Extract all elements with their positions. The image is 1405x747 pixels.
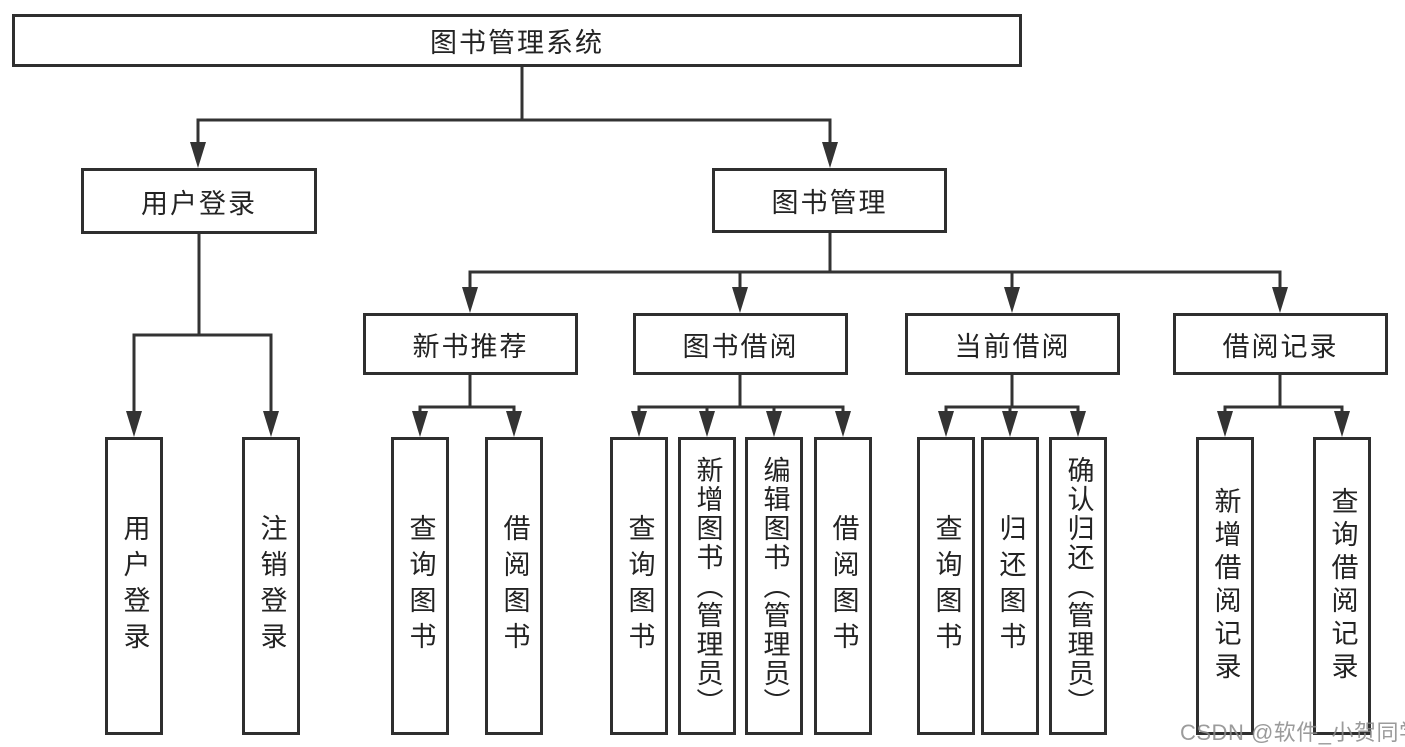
arrowhead-icon xyxy=(263,411,279,437)
node-book-mgmt: 图书管理 xyxy=(712,168,947,233)
csdn-watermark: CSDN @软件_小贺同学 xyxy=(1180,720,1405,745)
node-label: 借阅图书 xyxy=(499,514,530,658)
arrowhead-icon xyxy=(506,411,522,437)
arrowhead-icon xyxy=(1272,287,1288,313)
node-current-borrow: 当前借阅 xyxy=(905,313,1120,375)
arrowhead-icon xyxy=(412,411,428,437)
node-login: 用户登录 xyxy=(105,437,163,735)
arrowhead-icon xyxy=(938,411,954,437)
arrowhead-icon xyxy=(699,411,715,437)
arrowhead-icon xyxy=(835,411,851,437)
arrowhead-icon xyxy=(732,287,748,313)
node-label: 查询图书 xyxy=(405,514,436,658)
arrowhead-icon xyxy=(766,411,782,437)
node-book-borrow: 图书借阅 xyxy=(633,313,848,375)
node-bb-add-book: 新增图书（管理员） xyxy=(678,437,736,735)
arrowhead-icon xyxy=(631,411,647,437)
node-label: 当前借阅 xyxy=(954,331,1071,362)
node-label: 图书管理 xyxy=(771,188,888,218)
node-label: 图书借阅 xyxy=(682,331,799,362)
node-label: 新书推荐 xyxy=(412,331,529,362)
node-bb-borrow-book: 借阅图书 xyxy=(814,437,872,735)
node-br-query-record: 查询借阅记录 xyxy=(1313,437,1371,735)
node-label: 用户登录 xyxy=(141,188,257,219)
arrowhead-icon xyxy=(462,287,478,313)
node-bb-edit-book: 编辑图书（管理员） xyxy=(745,437,803,735)
node-nbr-query-book: 查询图书 xyxy=(391,437,449,735)
arrowhead-icon xyxy=(1334,411,1350,437)
arrowhead-icon xyxy=(126,411,142,437)
node-label: 用户登录 xyxy=(119,514,150,658)
arrowhead-icon xyxy=(822,142,838,168)
node-bb-query-book: 查询图书 xyxy=(610,437,668,735)
node-label: 注销登录 xyxy=(256,514,287,658)
node-label: 查询图书 xyxy=(624,514,655,658)
arrowhead-icon xyxy=(1217,411,1233,437)
node-label: 查询借阅记录 xyxy=(1327,487,1358,685)
node-label: 图书管理系统 xyxy=(430,28,604,58)
node-label: 查询图书 xyxy=(931,514,962,658)
node-user-login: 用户登录 xyxy=(81,168,317,234)
node-br-add-record: 新增借阅记录 xyxy=(1196,437,1254,735)
node-label: 编辑图书（管理员） xyxy=(759,455,790,717)
node-borrow-record: 借阅记录 xyxy=(1173,313,1388,375)
node-cb-return-book: 归还图书 xyxy=(981,437,1039,735)
node-label: 借阅图书 xyxy=(828,514,859,658)
arrowhead-icon xyxy=(1070,411,1086,437)
node-label: 新增借阅记录 xyxy=(1210,487,1241,685)
node-label: 新增图书（管理员） xyxy=(692,455,723,717)
node-label: 归还图书 xyxy=(995,514,1026,658)
node-cb-confirm: 确认归还（管理员） xyxy=(1049,437,1107,735)
node-logout: 注销登录 xyxy=(242,437,300,735)
node-nbr-borrow-book: 借阅图书 xyxy=(485,437,543,735)
node-cb-query-book: 查询图书 xyxy=(917,437,975,735)
arrowhead-icon xyxy=(190,142,206,168)
node-label: 借阅记录 xyxy=(1222,331,1339,362)
node-root: 图书管理系统 xyxy=(12,14,1022,67)
node-label: 确认归还（管理员） xyxy=(1063,455,1094,717)
node-new-book-rec: 新书推荐 xyxy=(363,313,578,375)
arrowhead-icon xyxy=(1002,411,1018,437)
arrowhead-icon xyxy=(1004,287,1020,313)
